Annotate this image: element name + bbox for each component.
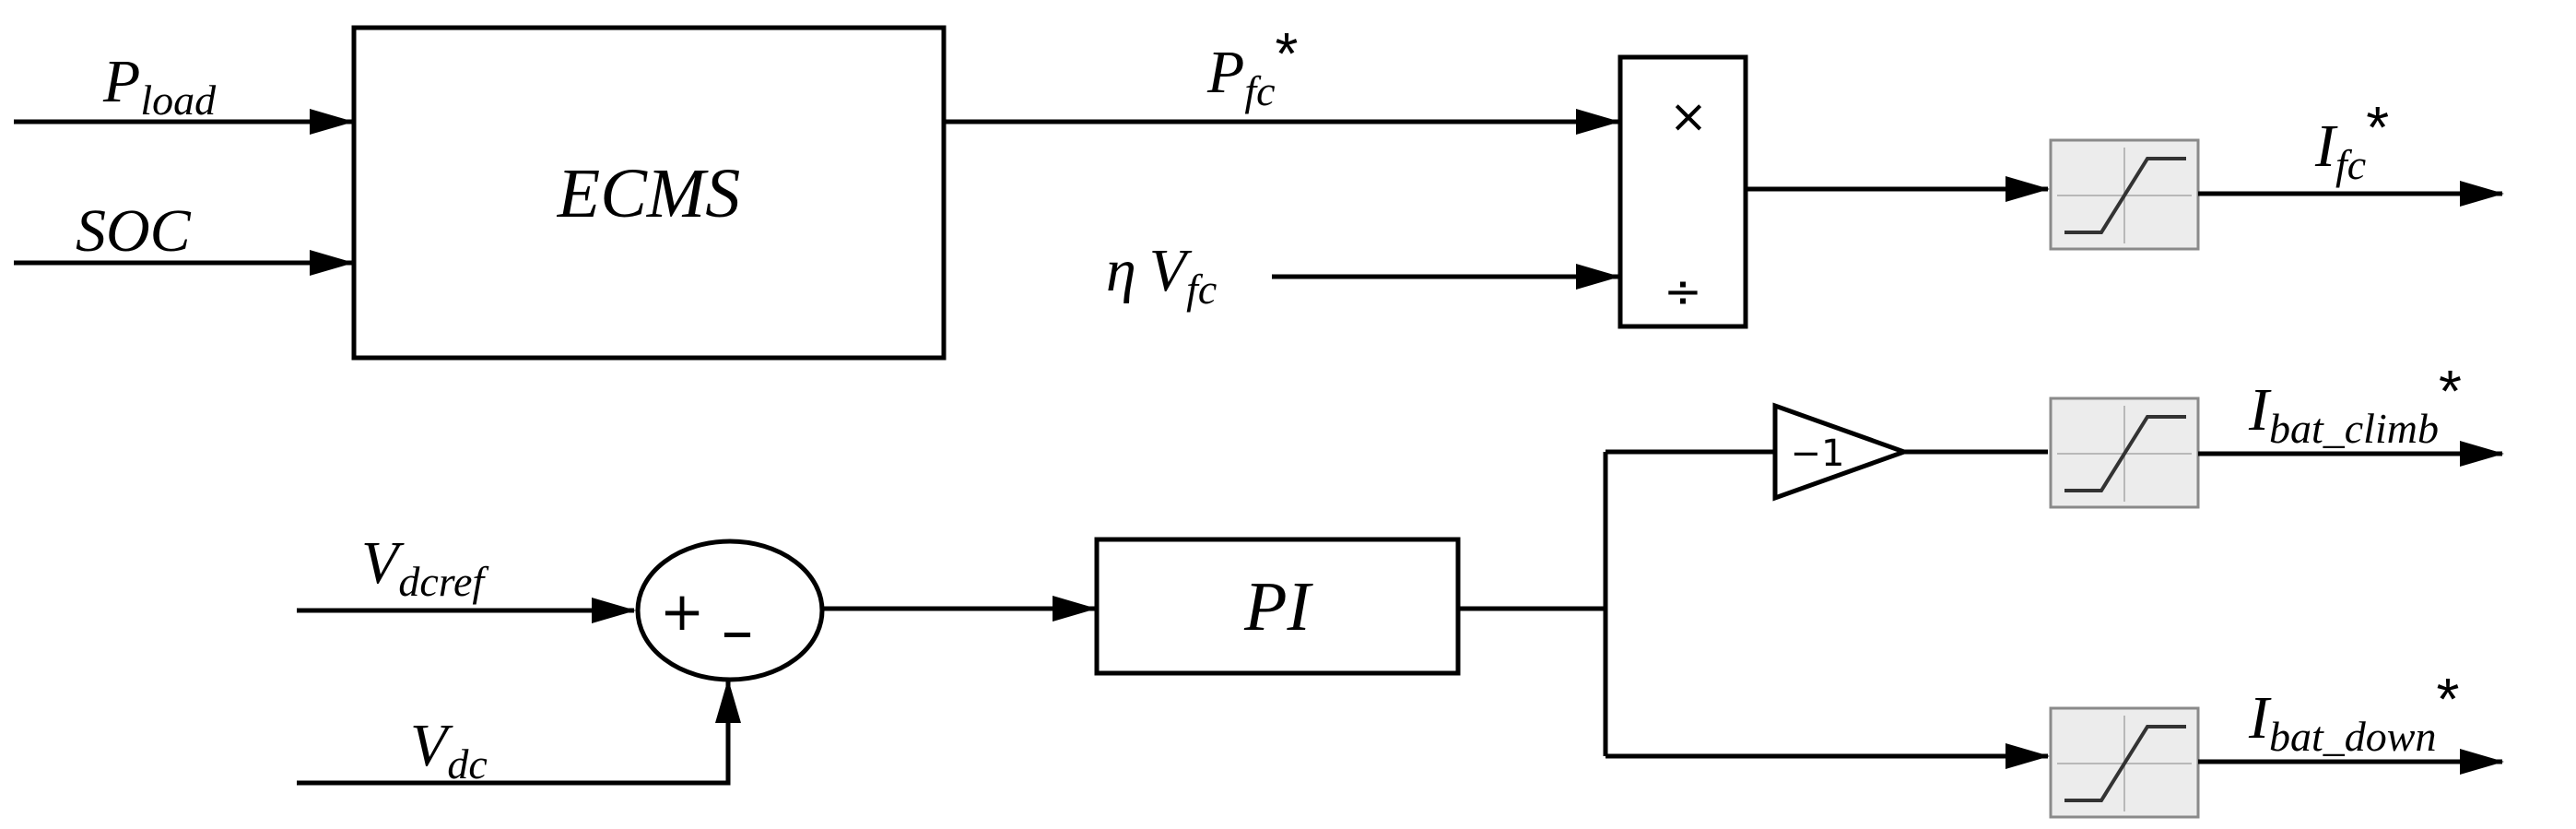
p-load-label: Pload <box>102 48 217 124</box>
saturation-block-fc <box>2049 138 2200 251</box>
saturation-block-down <box>2049 706 2200 819</box>
saturation-block-climb <box>2049 397 2200 509</box>
v-dc-wire <box>297 679 741 786</box>
v-dc-label: Vdc <box>410 712 488 788</box>
gain-value: −1 <box>1791 432 1845 475</box>
p-fc-label: Pfc* <box>1206 20 1298 114</box>
ecms-label: ECMS <box>557 155 740 232</box>
sum-minus-sign: – <box>722 593 754 669</box>
multiply-symbol: × <box>1669 89 1708 143</box>
product-divide-block <box>1617 54 1748 329</box>
i-bat-down-label: Ibat_down* <box>2248 666 2459 760</box>
v-dcref-label: Vdcref <box>361 529 489 605</box>
divide-symbol: ÷ <box>1664 265 1702 318</box>
pi-block <box>1094 537 1461 676</box>
pi-label: PI <box>1243 568 1313 645</box>
soc-label: SOC <box>76 197 192 265</box>
gain-block <box>1772 402 1911 502</box>
sum-plus-sign: + <box>660 580 705 643</box>
i-bat-climb-label: Ibat_climb* <box>2248 358 2462 452</box>
i-fc-label: Ifc* <box>2314 94 2389 188</box>
ecms-block <box>351 25 947 361</box>
